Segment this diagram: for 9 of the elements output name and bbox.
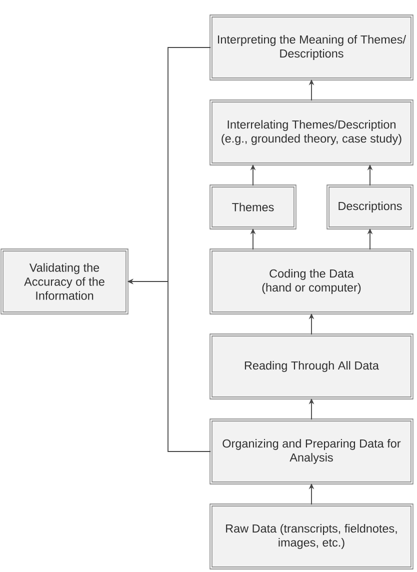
- process-box: Organizing and Preparing Data for Analysis: [210, 418, 414, 484]
- process-box: Descriptions: [326, 184, 414, 230]
- process-box: Raw Data (transcripts, fieldnotes, images, etc.): [210, 504, 414, 570]
- process-box: Interrelating Themes/Description (e.g., grounded theory, case study): [210, 100, 414, 166]
- process-box: Interpreting the Meaning of Themes/ Descriptions: [210, 14, 414, 80]
- process-box: Themes: [210, 184, 296, 230]
- process-box: Validating the Accuracy of the Information: [0, 248, 128, 314]
- process-box: Coding the Data (hand or computer): [210, 248, 414, 314]
- process-box: Reading Through All Data: [210, 334, 414, 400]
